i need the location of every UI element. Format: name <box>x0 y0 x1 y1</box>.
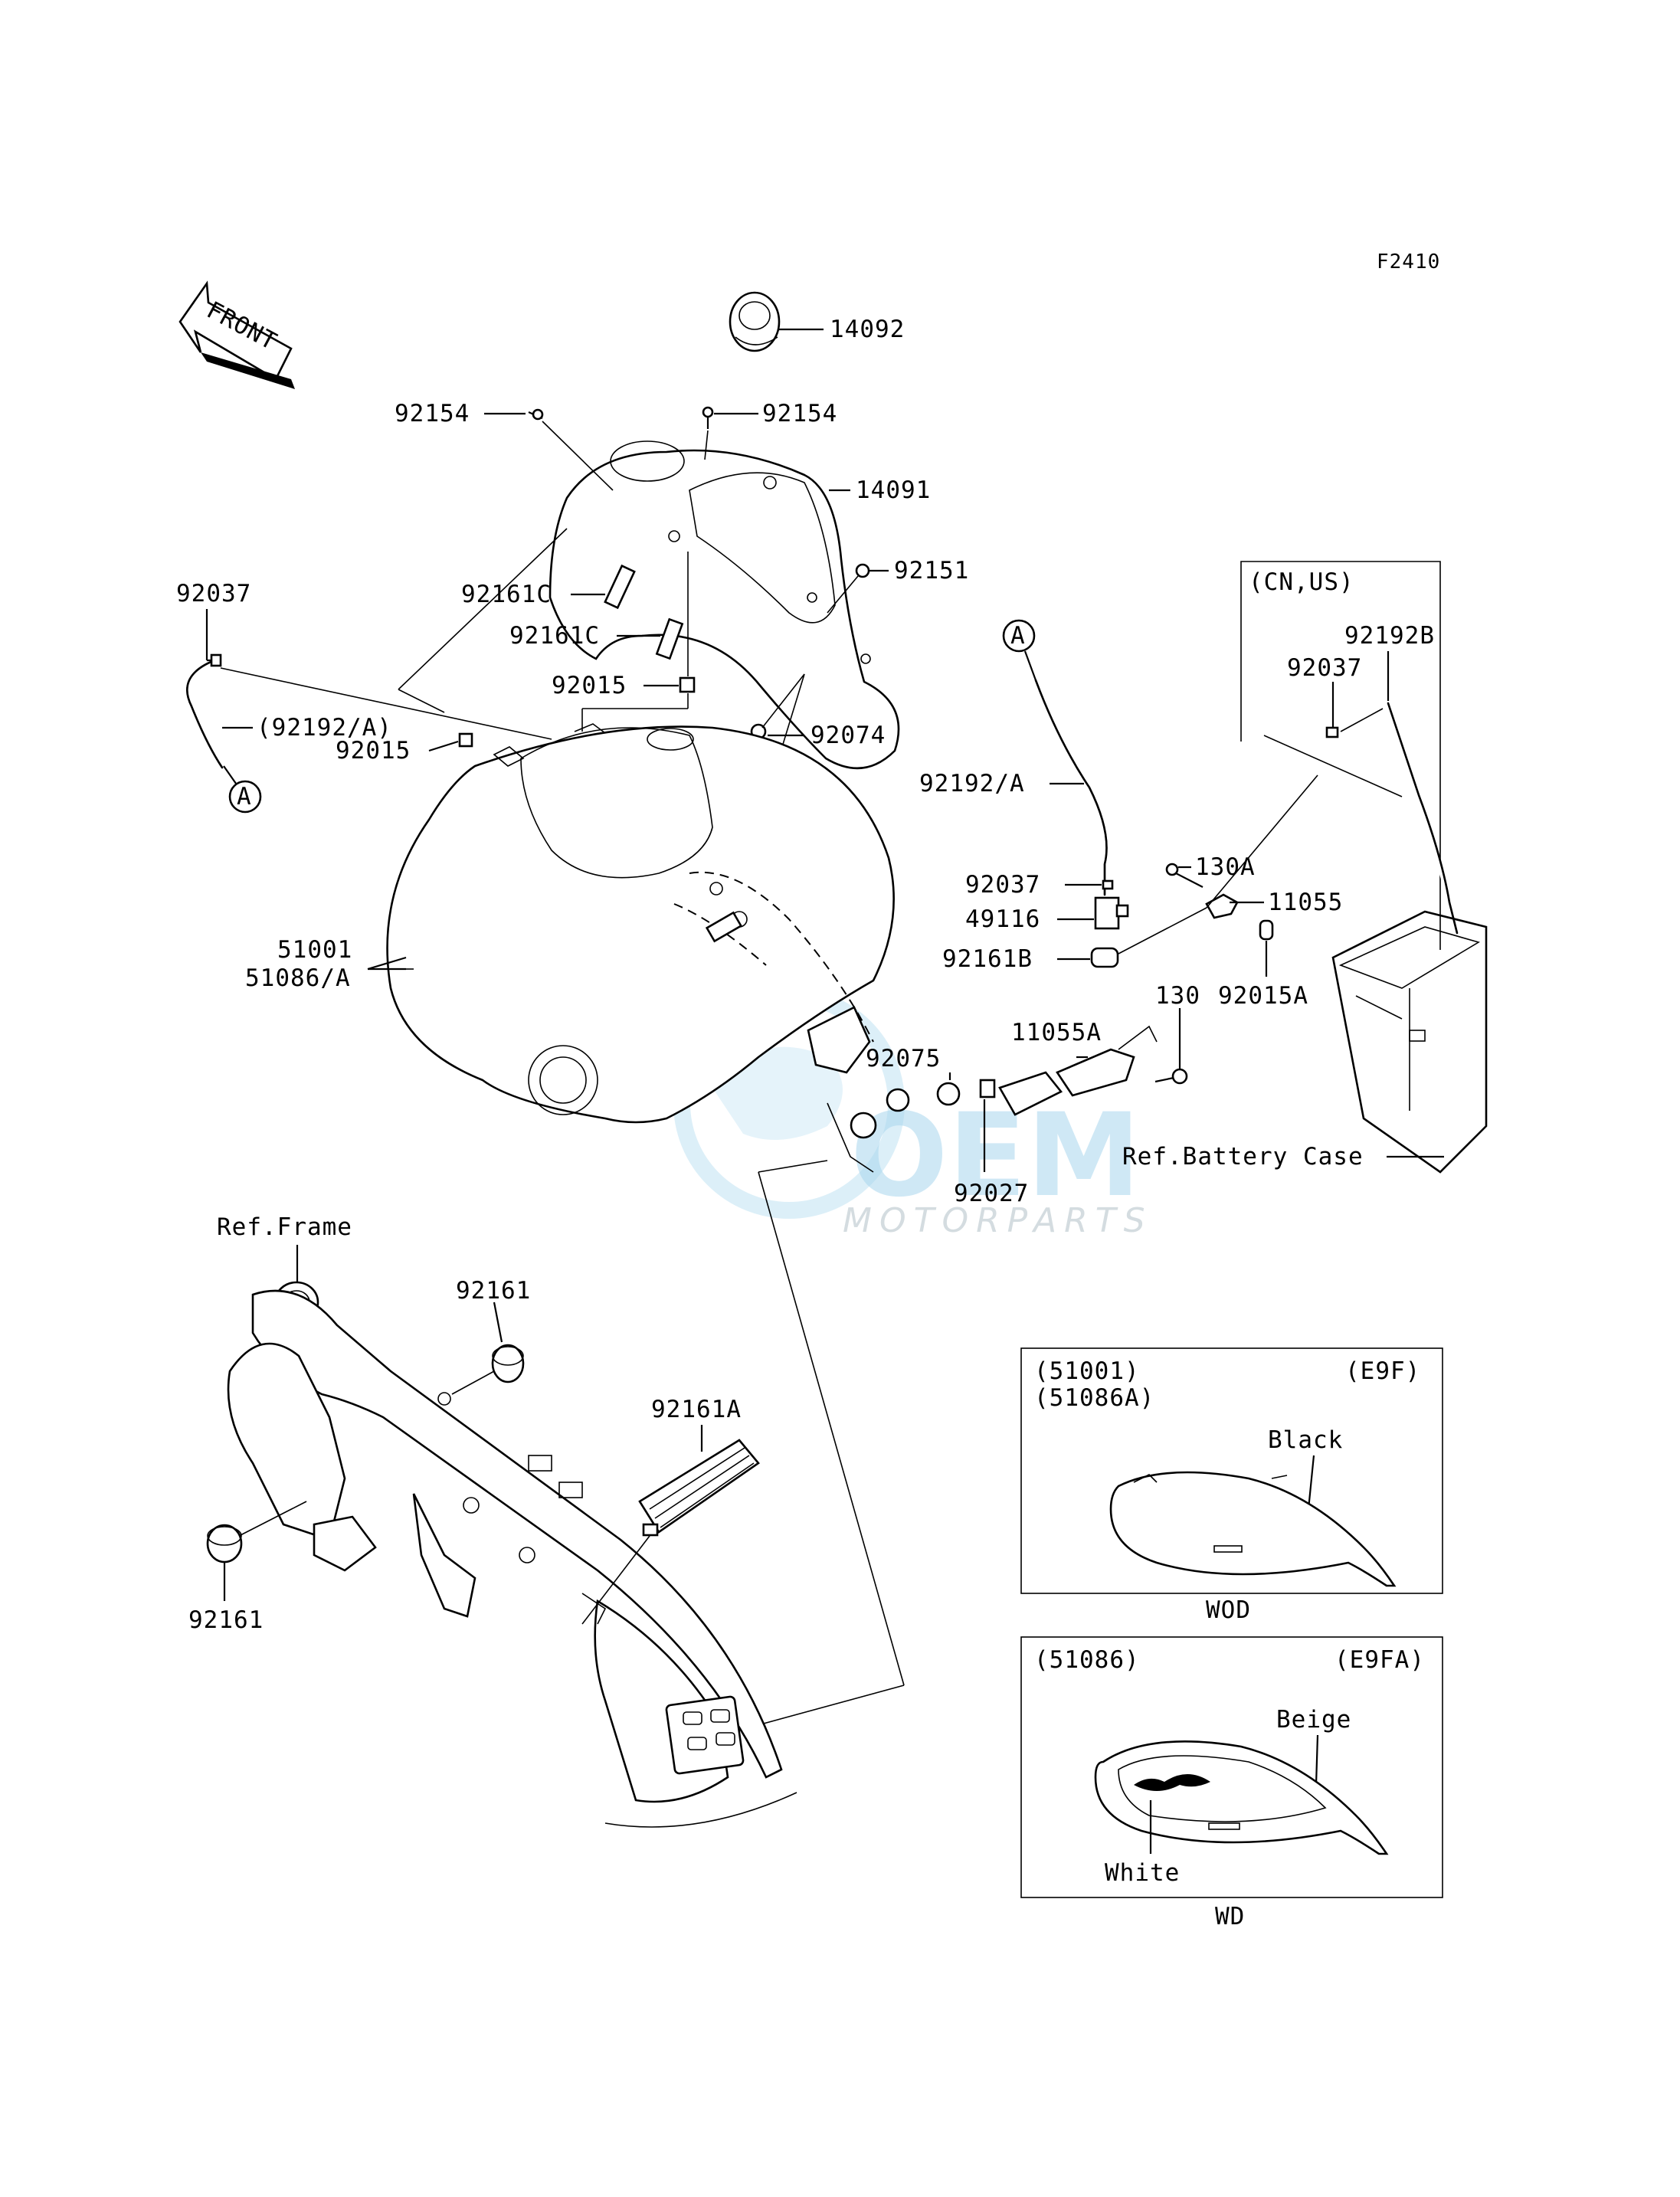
callout-92154-left: 92154 <box>395 400 470 427</box>
bracket-icon <box>1090 947 1119 968</box>
cn-us-box: (CN,US) 92192B 92037 <box>1240 561 1459 950</box>
damper-icon <box>206 1524 243 1563</box>
damper-icon <box>491 1344 525 1383</box>
fuel-tank <box>386 723 895 1124</box>
callout-51001: 51001 <box>277 936 352 964</box>
callout-14092: 14092 <box>830 316 905 343</box>
callout-92151: 92151 <box>894 557 969 584</box>
callout-ref-battery: Ref.Battery Case <box>1122 1143 1364 1171</box>
pad-icon <box>604 564 636 610</box>
front-arrow-icon: FRONT <box>178 280 295 389</box>
callout-14091: 14091 <box>856 476 931 504</box>
callout-92161a: 92161A <box>651 1396 742 1423</box>
marker-a-left-label: A <box>237 783 252 810</box>
wod-caption: WOD <box>1206 1596 1251 1624</box>
rubber-pad-icon <box>638 1439 760 1537</box>
callout-130: 130 <box>1155 982 1200 1010</box>
wd-caption: WD <box>1215 1903 1245 1930</box>
callout-92027: 92027 <box>954 1180 1029 1207</box>
callout-92037-mid: 92037 <box>965 871 1040 899</box>
callout-92037-left: 92037 <box>176 580 251 607</box>
collar-icon <box>679 676 696 693</box>
clamp-icon <box>1102 879 1114 890</box>
callout-92161-bottom: 92161 <box>188 1606 264 1634</box>
bolt-icon <box>1165 863 1204 888</box>
pad-icon <box>655 617 684 660</box>
callout-130a: 130A <box>1195 853 1256 881</box>
callout-ref-frame: Ref.Frame <box>217 1213 352 1241</box>
callout-49116: 49116 <box>965 905 1040 933</box>
screw-icon <box>528 406 714 429</box>
callout-92192-a: 92192/A <box>919 770 1025 797</box>
collar-icon <box>1259 919 1274 941</box>
marker-a-mid-label: A <box>1010 622 1026 650</box>
frame <box>227 1281 797 1828</box>
tank-console-cover <box>549 440 900 770</box>
cn-us-92192b: 92192B <box>1344 622 1435 650</box>
cn-us-title: (CN,US) <box>1249 568 1354 596</box>
variant-wd-box: (51086) (E9FA) Beige White WD <box>1020 1636 1443 1930</box>
callout-92161c-2: 92161C <box>509 622 600 650</box>
wod-codes2: (51086A) <box>1034 1384 1154 1412</box>
cn-us-92037: 92037 <box>1287 654 1362 682</box>
collar-icon <box>458 732 473 748</box>
variant-wod-box: (51001) (51086A) (E9F) Black WOD <box>1020 1347 1443 1624</box>
wod-codes: (51001) <box>1034 1357 1140 1385</box>
marker-a-mid <box>1002 619 1036 653</box>
callout-92075: 92075 <box>866 1045 941 1072</box>
callout-51086-a: 51086/A <box>245 964 351 992</box>
wd-region: (E9FA) <box>1335 1646 1425 1674</box>
callout-92161b: 92161B <box>942 945 1033 973</box>
watermark-sub: MOTORPARTS <box>843 1201 1153 1240</box>
wd-codes: (51086) <box>1034 1646 1140 1674</box>
wd-color-top: Beige <box>1276 1706 1351 1734</box>
valve-icon <box>1094 896 1129 930</box>
callout-92015-top: 92015 <box>552 672 627 699</box>
callout-92161-top: 92161 <box>456 1277 531 1305</box>
callout-92015-left: 92015 <box>336 737 411 765</box>
callout-11055: 11055 <box>1268 889 1343 916</box>
callout-92161c-1: 92161C <box>461 581 552 608</box>
grommet-icon <box>855 563 870 578</box>
marker-a-left <box>228 780 262 814</box>
fuel-cap-icon <box>729 291 781 352</box>
callout-92192-a-paren: (92192/A) <box>257 714 392 742</box>
battery-case <box>1331 910 1488 1174</box>
callout-11055a: 11055A <box>1011 1019 1102 1046</box>
figure-code: F2410 <box>1377 250 1440 273</box>
wd-color-bottom: White <box>1105 1859 1180 1887</box>
callout-92154-right: 92154 <box>762 400 837 427</box>
wod-region: (E9F) <box>1345 1357 1420 1385</box>
tank-mount-hardware <box>827 1025 1188 1173</box>
callout-92074: 92074 <box>811 722 886 749</box>
callout-92015a: 92015A <box>1218 982 1308 1010</box>
wod-color: Black <box>1268 1426 1343 1454</box>
bracket-icon <box>1205 893 1239 919</box>
